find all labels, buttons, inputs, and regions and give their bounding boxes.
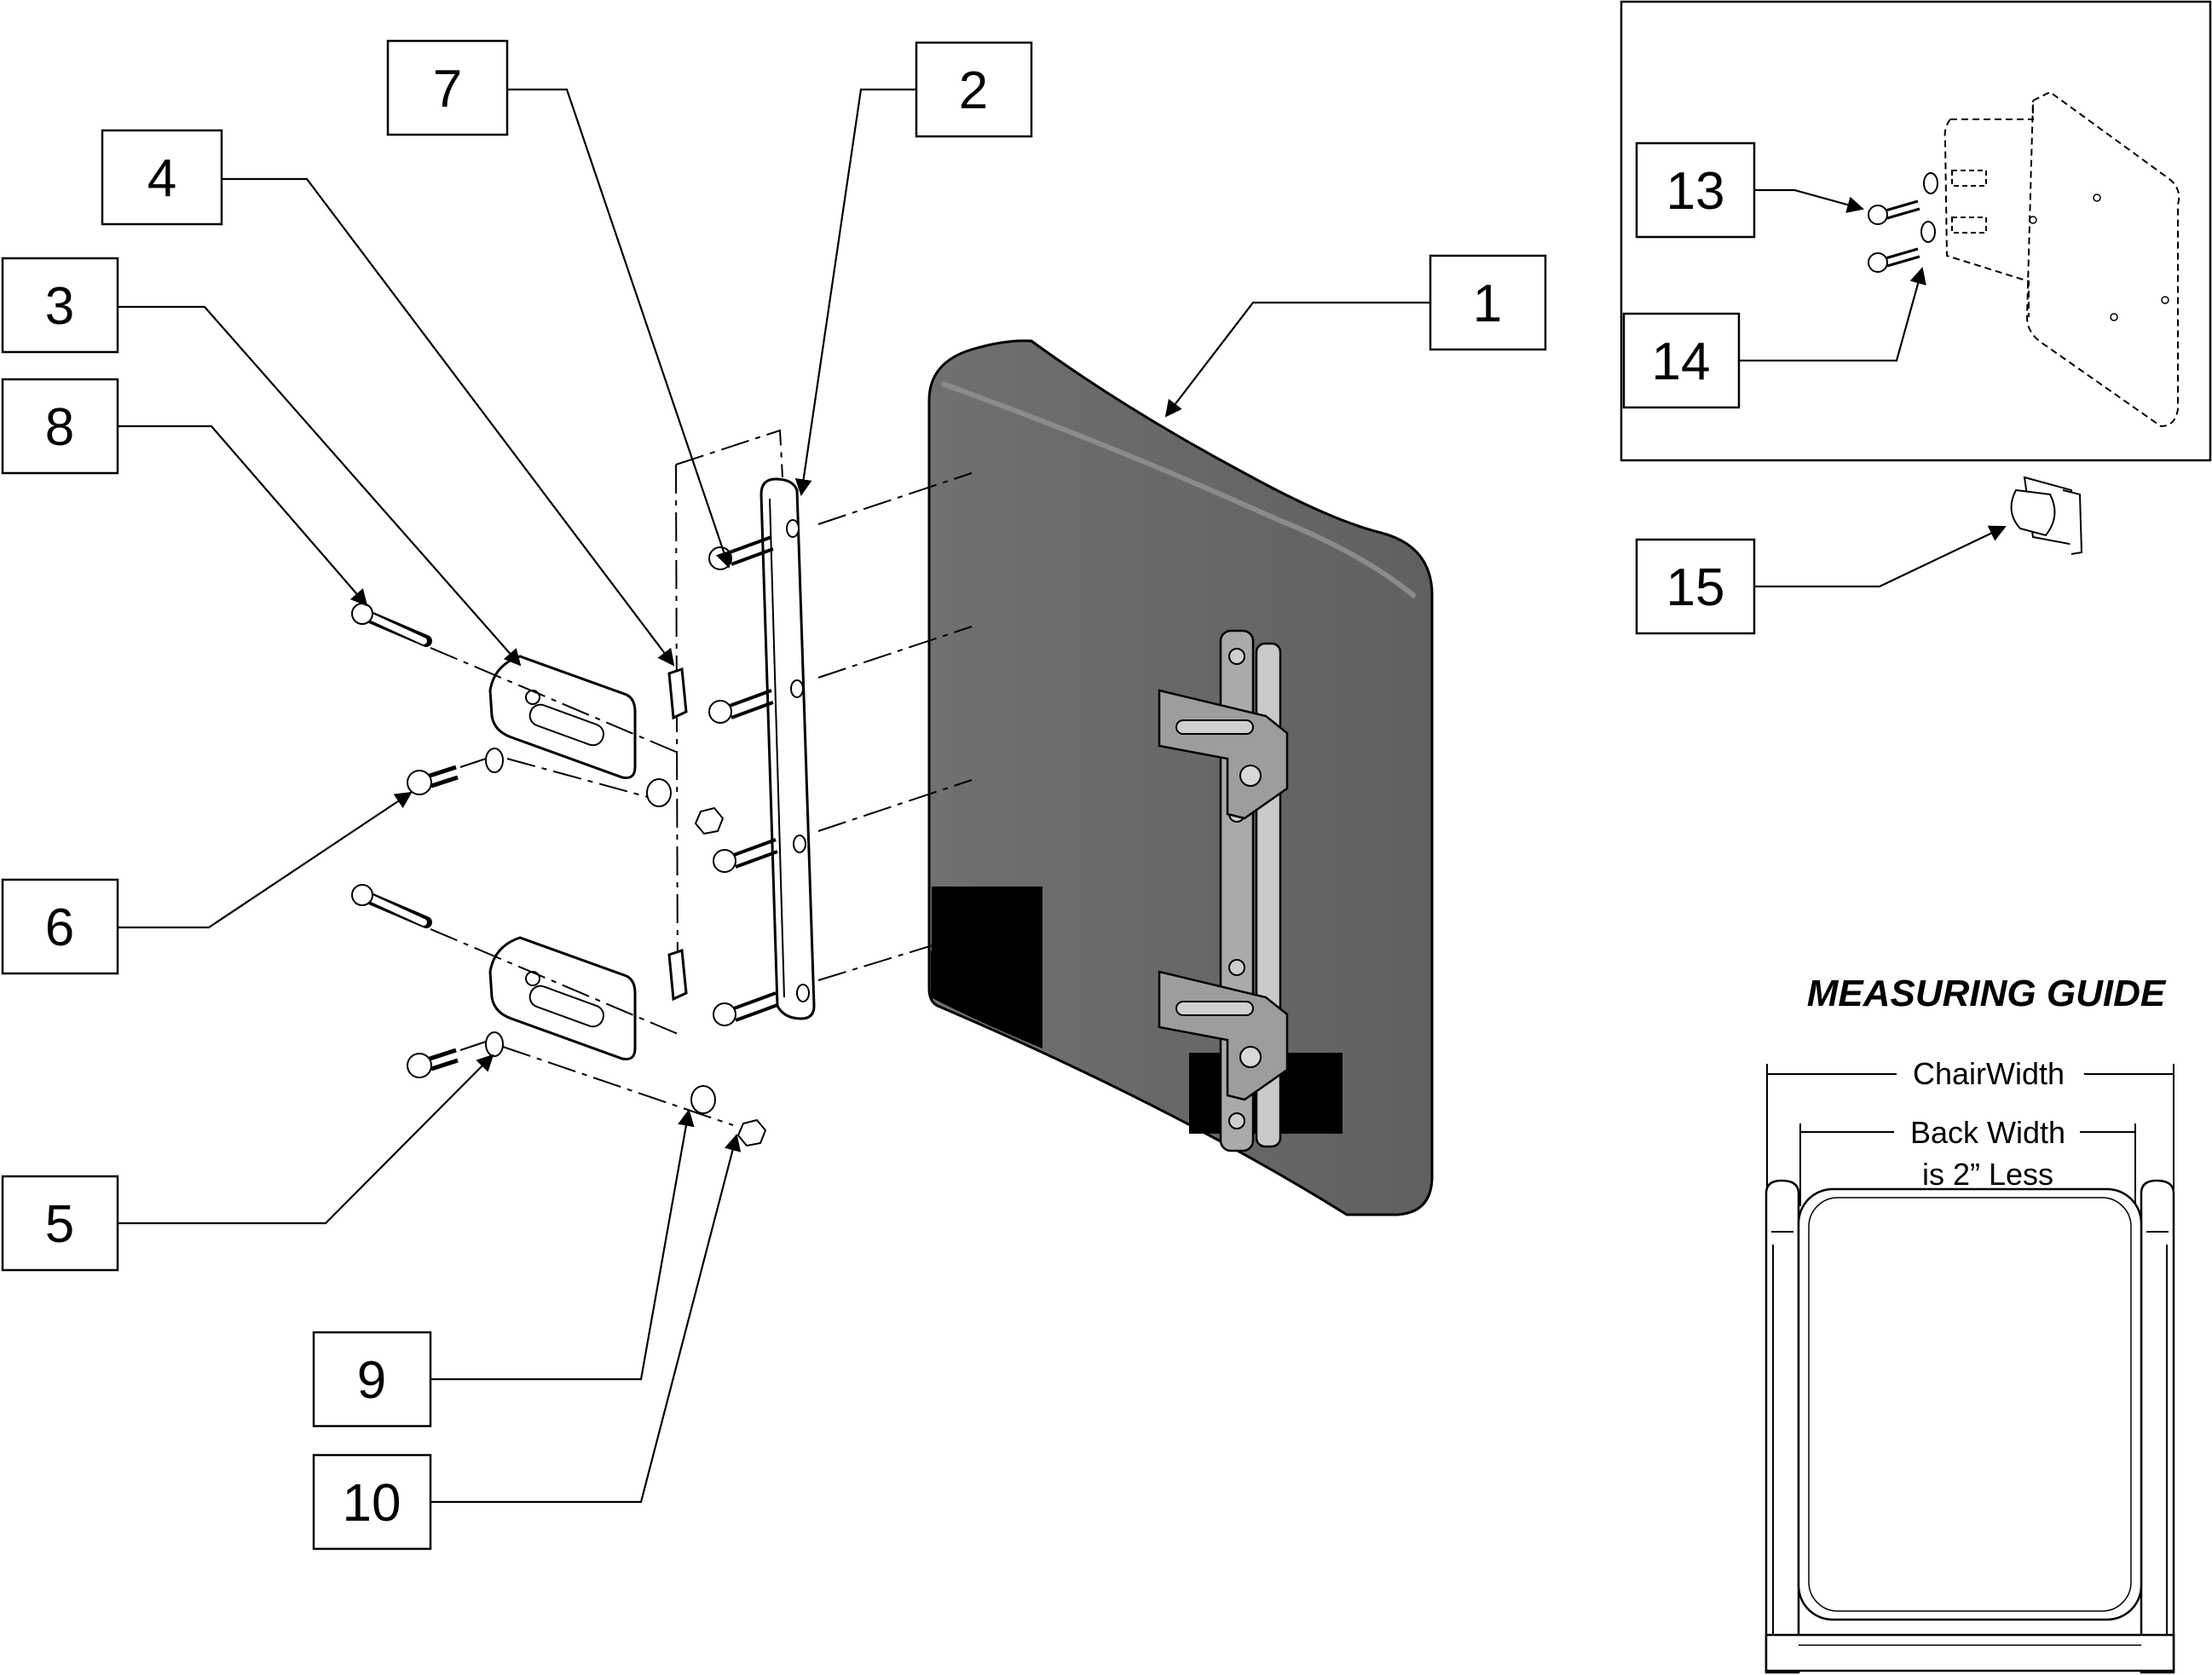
callout-5: 5 bbox=[1, 1175, 119, 1272]
inset-screw-14 bbox=[1868, 221, 1936, 273]
clip-part bbox=[2010, 476, 2083, 555]
callout-2: 2 bbox=[915, 41, 1033, 138]
callout-15: 15 bbox=[1635, 538, 1756, 635]
svg-text:3: 3 bbox=[45, 277, 74, 336]
svg-text:6: 6 bbox=[45, 898, 74, 957]
svg-text:13: 13 bbox=[1666, 162, 1725, 221]
inset-screw-13 bbox=[1868, 172, 1938, 225]
washers bbox=[485, 748, 716, 1114]
backrest-rail bbox=[1158, 629, 1289, 1152]
backrest-cushion bbox=[927, 339, 1434, 1216]
callout-13: 13 bbox=[1635, 142, 1756, 239]
callout-1: 1 bbox=[1429, 254, 1547, 351]
callout-9: 9 bbox=[312, 1331, 432, 1428]
nuts bbox=[694, 806, 767, 1147]
svg-text:1: 1 bbox=[1473, 274, 1502, 333]
long-bolts bbox=[351, 603, 432, 928]
chair-width-label: ChairWidth bbox=[1913, 1056, 2065, 1091]
svg-text:15: 15 bbox=[1666, 558, 1725, 617]
svg-text:8: 8 bbox=[45, 398, 74, 457]
svg-text:5: 5 bbox=[45, 1195, 74, 1254]
svg-text:4: 4 bbox=[147, 149, 176, 208]
callout-10: 10 bbox=[312, 1453, 432, 1551]
callout-14: 14 bbox=[1622, 312, 1741, 409]
callout-6: 6 bbox=[1, 878, 119, 975]
leader-lines bbox=[118, 88, 2007, 1504]
callout-8: 8 bbox=[1, 378, 119, 475]
mounting-bar bbox=[759, 477, 816, 1020]
back-width-note: is 2” Less bbox=[1922, 1157, 2053, 1192]
back-width-label: Back Width bbox=[1910, 1115, 2065, 1150]
callout-3: 3 bbox=[1, 257, 119, 354]
callout-7: 7 bbox=[386, 39, 509, 136]
spacer-blocks bbox=[667, 667, 688, 1002]
short-bolts bbox=[407, 765, 459, 1078]
svg-text:10: 10 bbox=[343, 1474, 401, 1533]
callout-4: 4 bbox=[101, 129, 223, 226]
lower-bracket bbox=[488, 936, 637, 1060]
inset-mounting-plate bbox=[1943, 90, 2180, 428]
svg-text:2: 2 bbox=[959, 61, 988, 120]
measuring-guide: MEASURING GUIDE ChairWidth Back Width is… bbox=[1764, 973, 2175, 1674]
measuring-guide-title: MEASURING GUIDE bbox=[1807, 973, 2167, 1014]
svg-text:14: 14 bbox=[1652, 332, 1711, 391]
svg-text:9: 9 bbox=[357, 1351, 386, 1410]
svg-text:7: 7 bbox=[433, 60, 462, 118]
